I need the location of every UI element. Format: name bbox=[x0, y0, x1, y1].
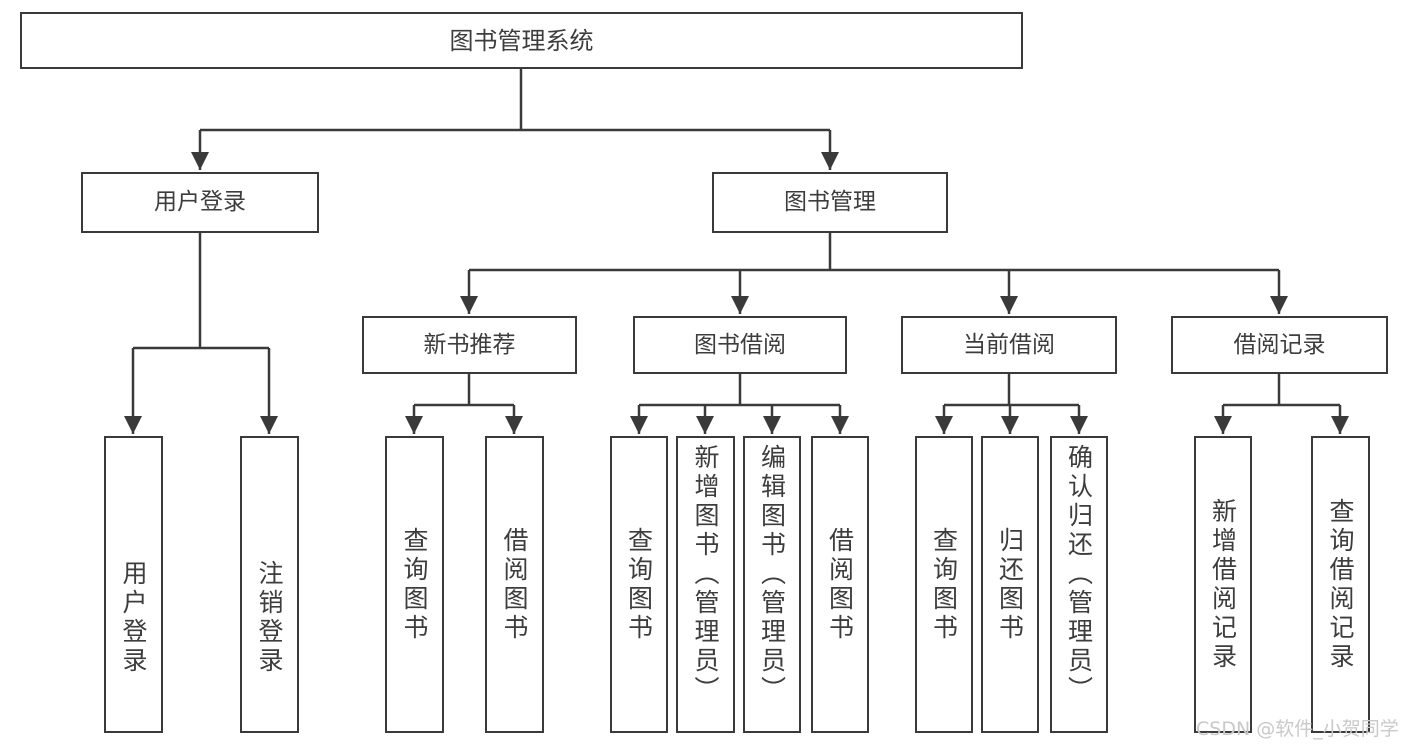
arrowhead-book-manage-to-level2-3 bbox=[1270, 296, 1288, 314]
arrowhead-user-login-to-leaves-1 bbox=[260, 416, 278, 434]
node-leaf-query-book-1[interactable]: 查询图书 bbox=[385, 436, 444, 733]
node-leaf-logout[interactable]: 注销登录 bbox=[240, 436, 299, 733]
node-leaf-confirm-return[interactable]: 确认归还（管理员） bbox=[1050, 436, 1108, 733]
node-label-leaf-edit-book: 编辑图书（管理员） bbox=[757, 444, 787, 705]
node-label-leaf-query-book-3: 查询图书 bbox=[929, 526, 959, 643]
node-label-leaf-user-login: 用户登录 bbox=[119, 560, 148, 676]
node-leaf-add-book[interactable]: 新增图书（管理员） bbox=[676, 436, 735, 733]
node-label-user-login: 用户登录 bbox=[154, 189, 246, 215]
node-leaf-borrow-book-1[interactable]: 借阅图书 bbox=[485, 436, 544, 733]
node-root[interactable]: 图书管理系统 bbox=[20, 12, 1023, 69]
node-book-borrow[interactable]: 图书借阅 bbox=[633, 316, 847, 374]
node-label-leaf-add-book: 新增图书（管理员） bbox=[691, 444, 720, 705]
arrowhead-borrow-record-to-leaves-0 bbox=[1214, 416, 1232, 434]
node-leaf-edit-book[interactable]: 编辑图书（管理员） bbox=[743, 436, 801, 733]
arrowhead-new-book-rec-to-leaves-1 bbox=[505, 416, 523, 434]
node-label-borrow-record: 借阅记录 bbox=[1233, 331, 1326, 358]
arrowhead-book-borrow-to-leaves-1 bbox=[696, 416, 714, 434]
arrowhead-root-to-level1-0 bbox=[191, 152, 209, 170]
node-label-leaf-confirm-return: 确认归还（管理员） bbox=[1064, 444, 1094, 705]
arrowhead-book-manage-to-level2-0 bbox=[460, 296, 478, 314]
node-leaf-query-record[interactable]: 查询借阅记录 bbox=[1311, 436, 1370, 733]
arrowhead-current-borrow-to-leaves-1 bbox=[1001, 416, 1019, 434]
node-leaf-query-book-3[interactable]: 查询图书 bbox=[915, 436, 973, 733]
arrowhead-book-manage-to-level2-1 bbox=[731, 296, 749, 314]
node-book-manage[interactable]: 图书管理 bbox=[712, 172, 948, 233]
node-user-login[interactable]: 用户登录 bbox=[81, 172, 319, 233]
arrowhead-book-manage-to-level2-2 bbox=[1000, 296, 1018, 314]
node-leaf-add-record[interactable]: 新增借阅记录 bbox=[1194, 436, 1252, 733]
node-new-book-rec[interactable]: 新书推荐 bbox=[362, 316, 577, 374]
node-label-leaf-add-record: 新增借阅记录 bbox=[1208, 497, 1238, 672]
node-label-book-borrow: 图书借阅 bbox=[694, 331, 786, 358]
arrowhead-current-borrow-to-leaves-0 bbox=[935, 416, 953, 434]
node-label-leaf-query-book-1: 查询图书 bbox=[400, 526, 429, 643]
node-borrow-record[interactable]: 借阅记录 bbox=[1171, 316, 1388, 374]
arrowhead-book-borrow-to-leaves-3 bbox=[831, 416, 849, 434]
node-leaf-borrow-book-2[interactable]: 借阅图书 bbox=[811, 436, 869, 733]
node-label-leaf-return-book: 归还图书 bbox=[995, 526, 1025, 643]
node-label-leaf-borrow-book-1: 借阅图书 bbox=[500, 526, 529, 643]
node-label-leaf-query-record: 查询借阅记录 bbox=[1326, 497, 1355, 672]
arrowhead-book-borrow-to-leaves-2 bbox=[763, 416, 781, 434]
node-current-borrow[interactable]: 当前借阅 bbox=[901, 316, 1117, 374]
arrowhead-book-borrow-to-leaves-0 bbox=[630, 416, 648, 434]
arrowhead-user-login-to-leaves-0 bbox=[124, 416, 142, 434]
node-label-book-manage: 图书管理 bbox=[784, 189, 876, 215]
arrowhead-new-book-rec-to-leaves-0 bbox=[405, 416, 423, 434]
node-leaf-query-book-2[interactable]: 查询图书 bbox=[610, 436, 668, 733]
node-leaf-user-login[interactable]: 用户登录 bbox=[104, 436, 163, 733]
node-label-root: 图书管理系统 bbox=[449, 26, 594, 55]
node-label-new-book-rec: 新书推荐 bbox=[423, 331, 516, 358]
node-leaf-return-book[interactable]: 归还图书 bbox=[981, 436, 1039, 733]
node-label-leaf-borrow-book-2: 借阅图书 bbox=[825, 526, 855, 643]
node-label-current-borrow: 当前借阅 bbox=[963, 331, 1055, 358]
node-label-leaf-logout: 注销登录 bbox=[255, 560, 284, 676]
arrowhead-borrow-record-to-leaves-1 bbox=[1331, 416, 1349, 434]
arrowhead-current-borrow-to-leaves-2 bbox=[1070, 416, 1088, 434]
arrowhead-root-to-level1-1 bbox=[821, 152, 839, 170]
node-label-leaf-query-book-2: 查询图书 bbox=[624, 526, 654, 643]
